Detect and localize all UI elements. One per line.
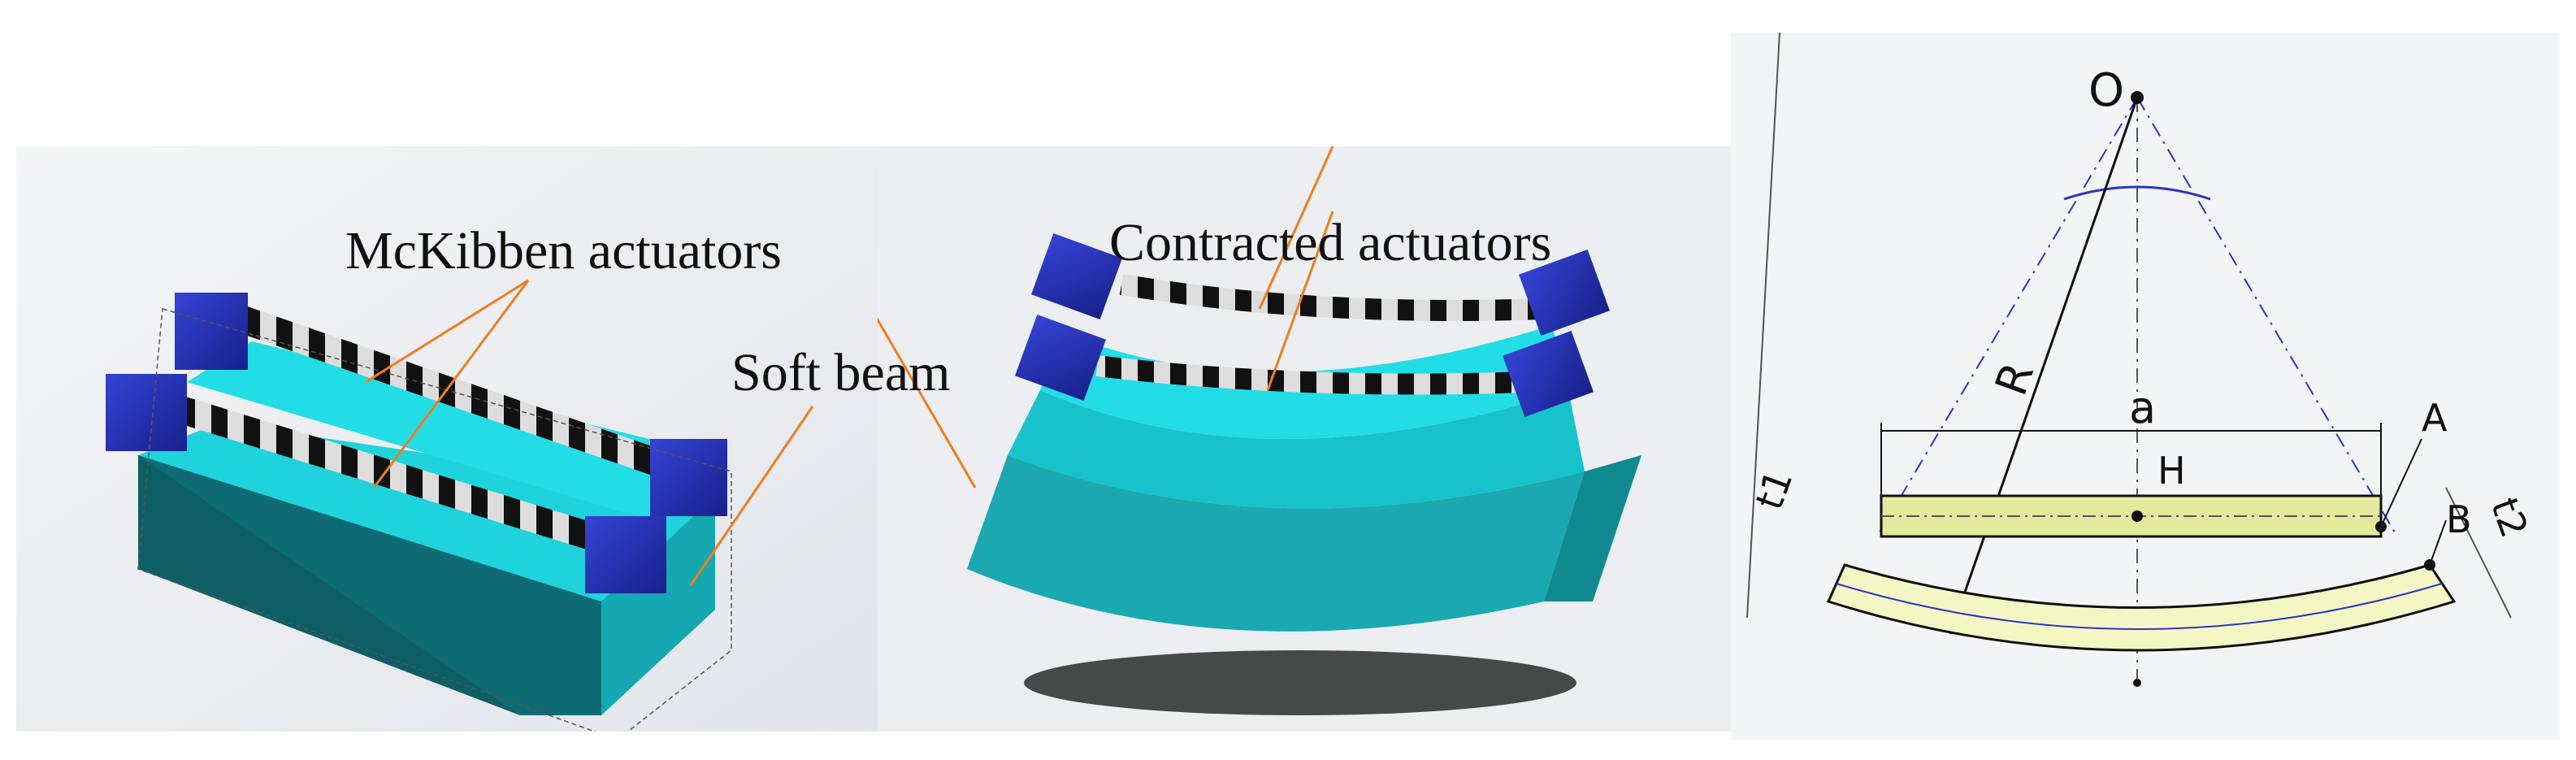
label-contracted-actuators: Contracted actuators: [1109, 213, 1551, 272]
construction-line-left: [1876, 97, 2138, 537]
straight-beam-illustration: [16, 146, 878, 740]
bent-beam-neutral-axis: [1836, 583, 2443, 630]
radius-line: [1949, 97, 2139, 635]
bent-beam-illustration: [827, 145, 1731, 732]
beam-top-face: [138, 423, 715, 601]
end-block-left-lower: [1015, 315, 1106, 401]
point-O: [2131, 91, 2144, 104]
beam-side-face: [601, 496, 715, 715]
leader-contracted-1: [1258, 145, 1334, 310]
angle-arc: [2063, 185, 2211, 201]
bent-beam-panel: [827, 145, 1731, 732]
end-block-left-upper: [1031, 233, 1122, 319]
label-A: A: [2422, 396, 2448, 440]
end-block-right-upper: [1519, 250, 1610, 336]
bent-beam-top-face: [1008, 390, 1585, 509]
label-B: B: [2446, 497, 2472, 541]
straight-beam-panel: [16, 146, 878, 740]
point-H: [2131, 510, 2143, 522]
construction-line-right: [2136, 97, 2398, 537]
geometry-schematic: O R a H A B t1 t2: [1731, 32, 2560, 740]
end-block-right-lower: [1503, 331, 1594, 417]
bent-beam-shape: [1826, 563, 2457, 652]
geometry-schematic-panel: O R a H A B t1 t2: [1731, 32, 2560, 740]
actuator-lower: [166, 393, 622, 558]
label-soft-beam: Soft beam: [731, 343, 950, 402]
label-a: a: [2129, 382, 2156, 433]
label-mckibben-actuators: McKibben actuators: [345, 221, 782, 280]
beam-upper-layer: [187, 341, 715, 520]
beam-shadow: [1024, 650, 1576, 715]
contracted-actuator-upper: [1119, 274, 1545, 321]
end-block-front-left: [106, 374, 187, 451]
label-O: O: [2088, 64, 2124, 117]
bent-beam-front-face: [967, 455, 1585, 632]
leader-soft-beam-left: [689, 406, 814, 586]
leader-contracted-2: [1266, 211, 1334, 391]
actuator-upper: [231, 303, 687, 485]
label-H: H: [2158, 449, 2186, 493]
leader-mckibben-1: [365, 279, 529, 384]
end-block-front-right: [585, 516, 666, 593]
contracted-actuator-lower: [1095, 355, 1529, 395]
end-block-back-left: [175, 293, 248, 370]
leader-mckibben-2: [372, 280, 530, 489]
